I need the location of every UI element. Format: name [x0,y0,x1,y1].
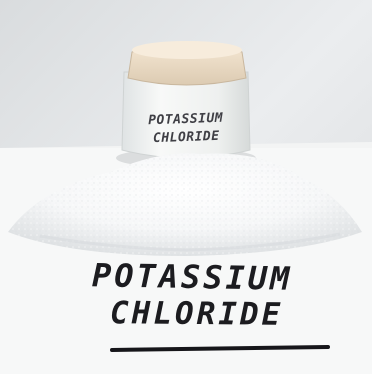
handwritten-line1: POTASSIUM [91,256,293,298]
jar-label-line2: CHLORIDE [152,128,220,147]
underline [110,345,330,352]
jar-label: POTASSIUM CHLORIDE [125,102,247,156]
handwritten-label: POTASSIUM CHLORIDE [20,256,360,333]
handwritten-line2: CHLORIDE [110,295,284,333]
